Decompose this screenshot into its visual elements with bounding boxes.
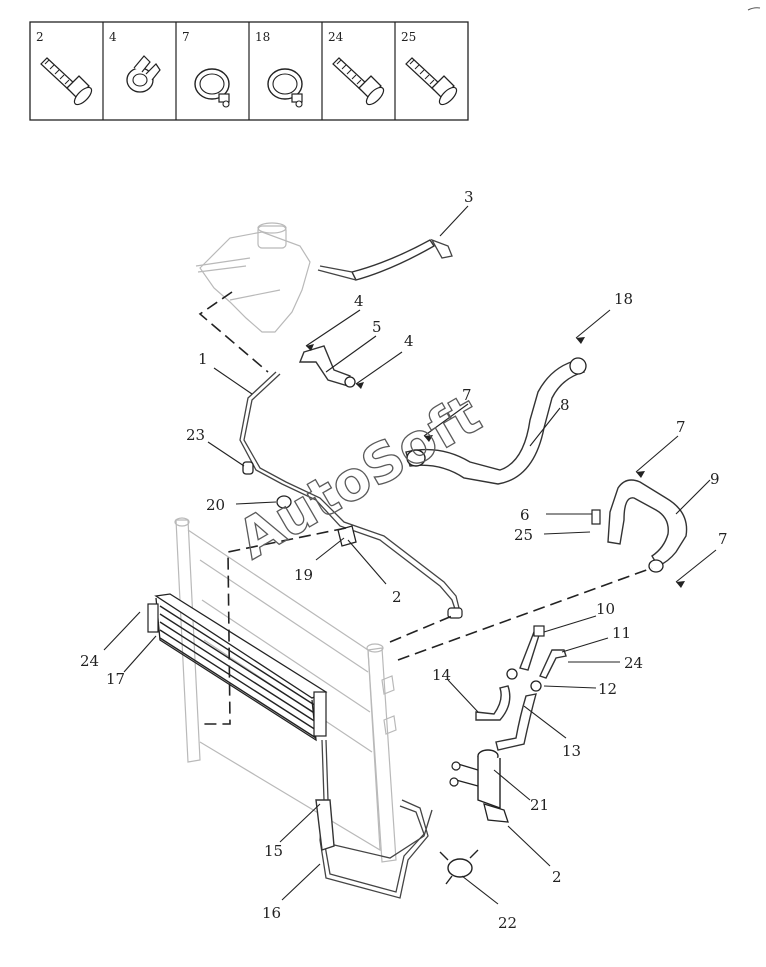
- oil-cooler: [147, 593, 328, 742]
- watermark: AutoSoft: [227, 382, 491, 571]
- table-part-number: 24: [328, 30, 344, 44]
- radiator: [174, 517, 397, 863]
- table-part-number: 7: [182, 30, 190, 44]
- callout-25: 25: [514, 526, 533, 544]
- callout-4: 4: [354, 292, 364, 310]
- callout-6: 6: [520, 506, 530, 524]
- callout-23: 23: [186, 426, 205, 444]
- thermostat-housing: [449, 749, 509, 823]
- fitting-20: [276, 495, 292, 509]
- callout-10: 10: [596, 600, 615, 618]
- bypass-hose: [298, 345, 356, 388]
- callout-20: 20: [206, 496, 225, 514]
- callout-4: 4: [404, 332, 414, 350]
- callout-leaders: [103, 205, 717, 905]
- overflow-hose: [317, 238, 453, 281]
- lower-radiator-hose: [591, 479, 688, 573]
- callout-2: 2: [552, 868, 562, 886]
- callout-24: 24: [624, 654, 643, 672]
- callout-11: 11: [612, 624, 631, 642]
- hose-clip-22: [439, 849, 479, 885]
- callout-9: 9: [710, 470, 720, 488]
- table-part-number: 25: [401, 30, 416, 44]
- callout-labels: 3 4 5 4 1 23 20 19 2 18 7 8 7 9 6 25 7 1…: [80, 188, 728, 932]
- callout-14: 14: [432, 666, 451, 684]
- callout-15: 15: [264, 842, 283, 860]
- parts-table: 2 4 7 18 24 25: [29, 21, 469, 121]
- fitting-23: [242, 461, 254, 475]
- callout-1: 1: [198, 350, 208, 368]
- callout-12: 12: [598, 680, 617, 698]
- callout-7: 7: [676, 418, 686, 436]
- expansion-tank: [195, 222, 311, 333]
- flange-bolt-icon: [40, 57, 93, 106]
- upper-radiator-hose: [405, 357, 587, 485]
- spring-clip-icon: [126, 55, 161, 93]
- callout-3: 3: [464, 188, 474, 206]
- callout-18: 18: [614, 290, 633, 308]
- tank-pipe: [239, 371, 463, 619]
- oil-cooler-pipes: [315, 739, 433, 899]
- callout-22: 22: [498, 914, 517, 932]
- connection-lines: [198, 291, 653, 725]
- table-part-number: 2: [36, 30, 44, 44]
- flange-bolt-icon: [405, 57, 458, 106]
- hose-clamp-icon: [194, 68, 230, 108]
- callout-7: 7: [462, 386, 472, 404]
- callout-17: 17: [106, 670, 125, 688]
- callout-13: 13: [562, 742, 581, 760]
- hose-clamp-icon: [267, 68, 303, 108]
- callout-7: 7: [718, 530, 728, 548]
- flange-bolt-icon: [332, 57, 385, 106]
- callout-8: 8: [560, 396, 570, 414]
- table-part-number: 4: [109, 30, 117, 44]
- callout-2: 2: [392, 588, 402, 606]
- small-hose-set: [475, 625, 567, 751]
- callout-24: 24: [80, 652, 99, 670]
- callout-16: 16: [262, 904, 281, 922]
- table-part-number: 18: [255, 30, 270, 44]
- corner-mark: [747, 7, 761, 11]
- callout-5: 5: [372, 318, 382, 336]
- callout-19: 19: [294, 566, 313, 584]
- callout-21: 21: [530, 796, 549, 814]
